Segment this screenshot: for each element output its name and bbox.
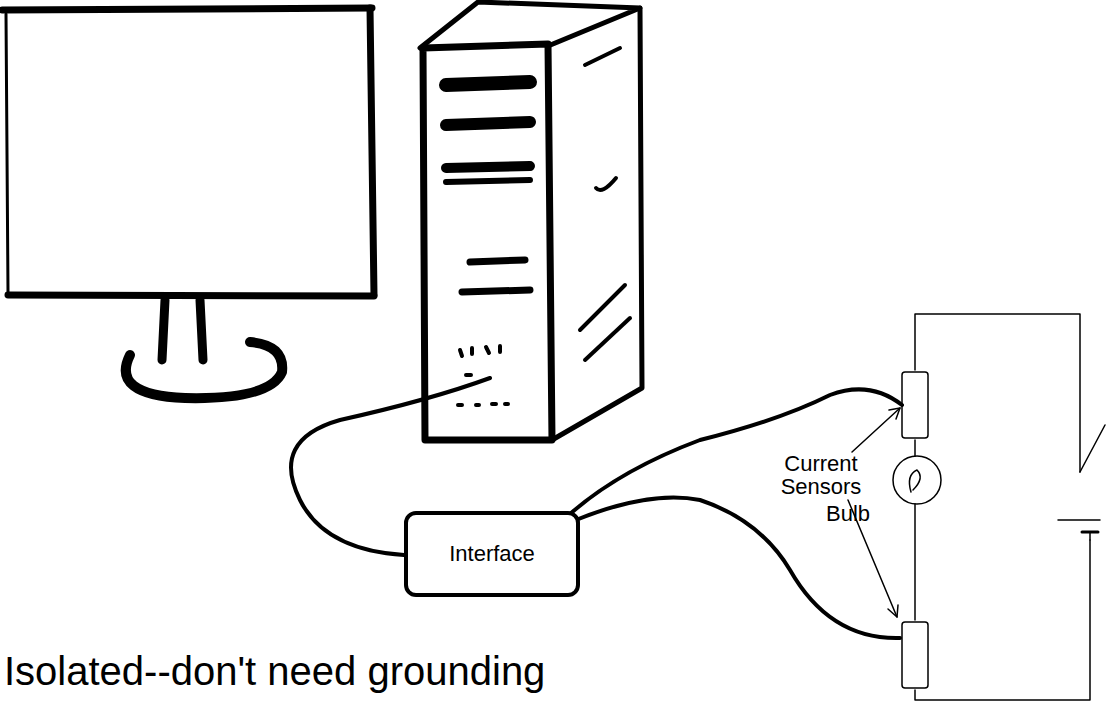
part-label: Bulb (826, 502, 896, 525)
cable (291, 378, 902, 638)
current-sensor (902, 372, 928, 438)
battery-plate (1058, 519, 1100, 521)
switch (1080, 425, 1105, 472)
note-text: Isolated--don't need grounding (4, 650, 545, 692)
bulb-filament (909, 470, 920, 492)
current-sensor (902, 622, 928, 688)
callout-label: Current Sensors (776, 452, 866, 498)
bulb-symbol (893, 456, 941, 504)
computer-tower (420, 2, 642, 440)
monitor (2, 8, 374, 398)
interface-box: Interface (404, 511, 580, 597)
box-label: Interface (449, 542, 535, 566)
wire (915, 314, 1105, 700)
